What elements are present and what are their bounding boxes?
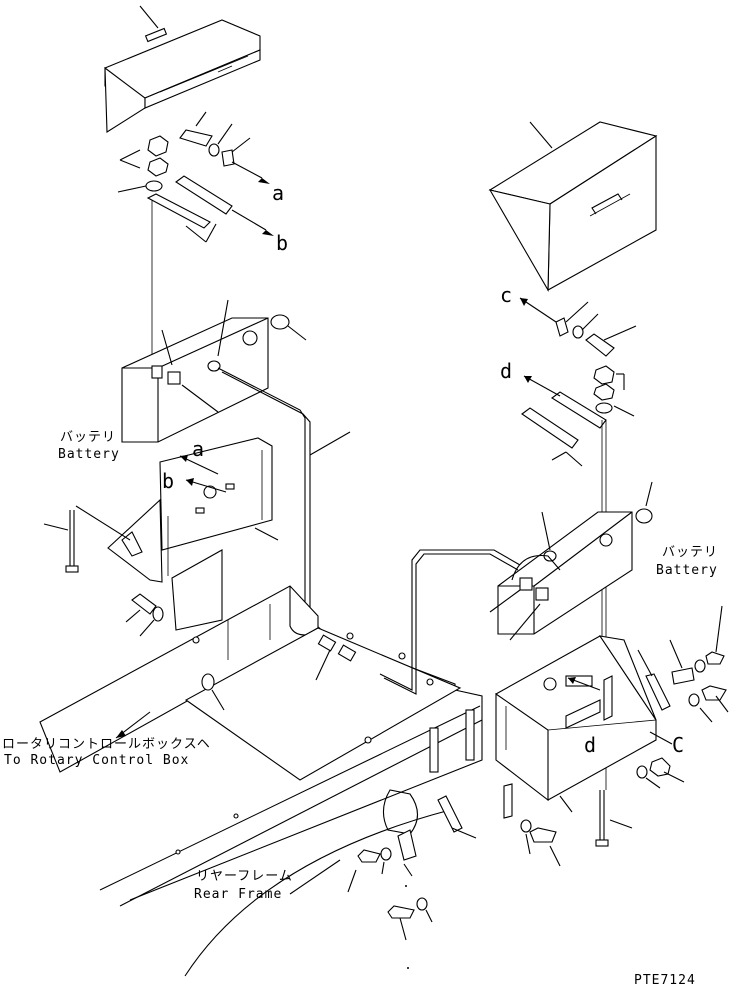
ref-c-top: c: [500, 283, 512, 307]
ref-b-top: b: [276, 231, 288, 255]
label-rotary-jp: ロータリコントロールボックスヘ: [2, 737, 211, 752]
ref-c-low: C: [672, 733, 684, 757]
left-cover-hardware: [117, 111, 274, 243]
bolt-washer-left: [125, 593, 164, 637]
label-battery-right-en: Battery: [656, 563, 718, 578]
ref-a-top: a: [272, 181, 284, 205]
label-rotary-en: To Rotary Control Box: [4, 753, 189, 768]
battery-terminal-nut-right: [635, 508, 653, 524]
left-battery-tray: [107, 437, 279, 631]
label-battery-left-en: Battery: [58, 447, 120, 462]
right-battery-cover: [488, 121, 658, 292]
ref-b-mid: b: [162, 469, 174, 493]
right-battery-tray: [495, 635, 657, 819]
long-bolt-right: [595, 790, 633, 847]
drawing-id: PTE7124: [634, 973, 696, 988]
left-battery-cover: [104, 5, 261, 133]
label-rear-frame-jp: リヤーフレーム: [196, 869, 293, 884]
rear-frame: [39, 585, 483, 977]
cable-harness: [315, 549, 521, 695]
battery-terminal-nut: [270, 314, 290, 330]
long-bolt-left: [43, 505, 131, 573]
label-rear-frame-en: Rear Frame: [194, 887, 282, 902]
ref-d-top: d: [500, 359, 512, 383]
right-cover-hardware: [521, 301, 637, 467]
ref-d-low: d: [584, 733, 596, 757]
label-battery-left-jp: バッテリ: [60, 430, 116, 445]
right-battery: [489, 511, 633, 641]
left-battery: [121, 299, 269, 443]
label-battery-right-jp: バッテリ: [662, 545, 718, 560]
right-side-hardware: [636, 605, 729, 789]
bottom-hardware: [347, 795, 561, 969]
ref-a-mid: a: [192, 437, 204, 461]
